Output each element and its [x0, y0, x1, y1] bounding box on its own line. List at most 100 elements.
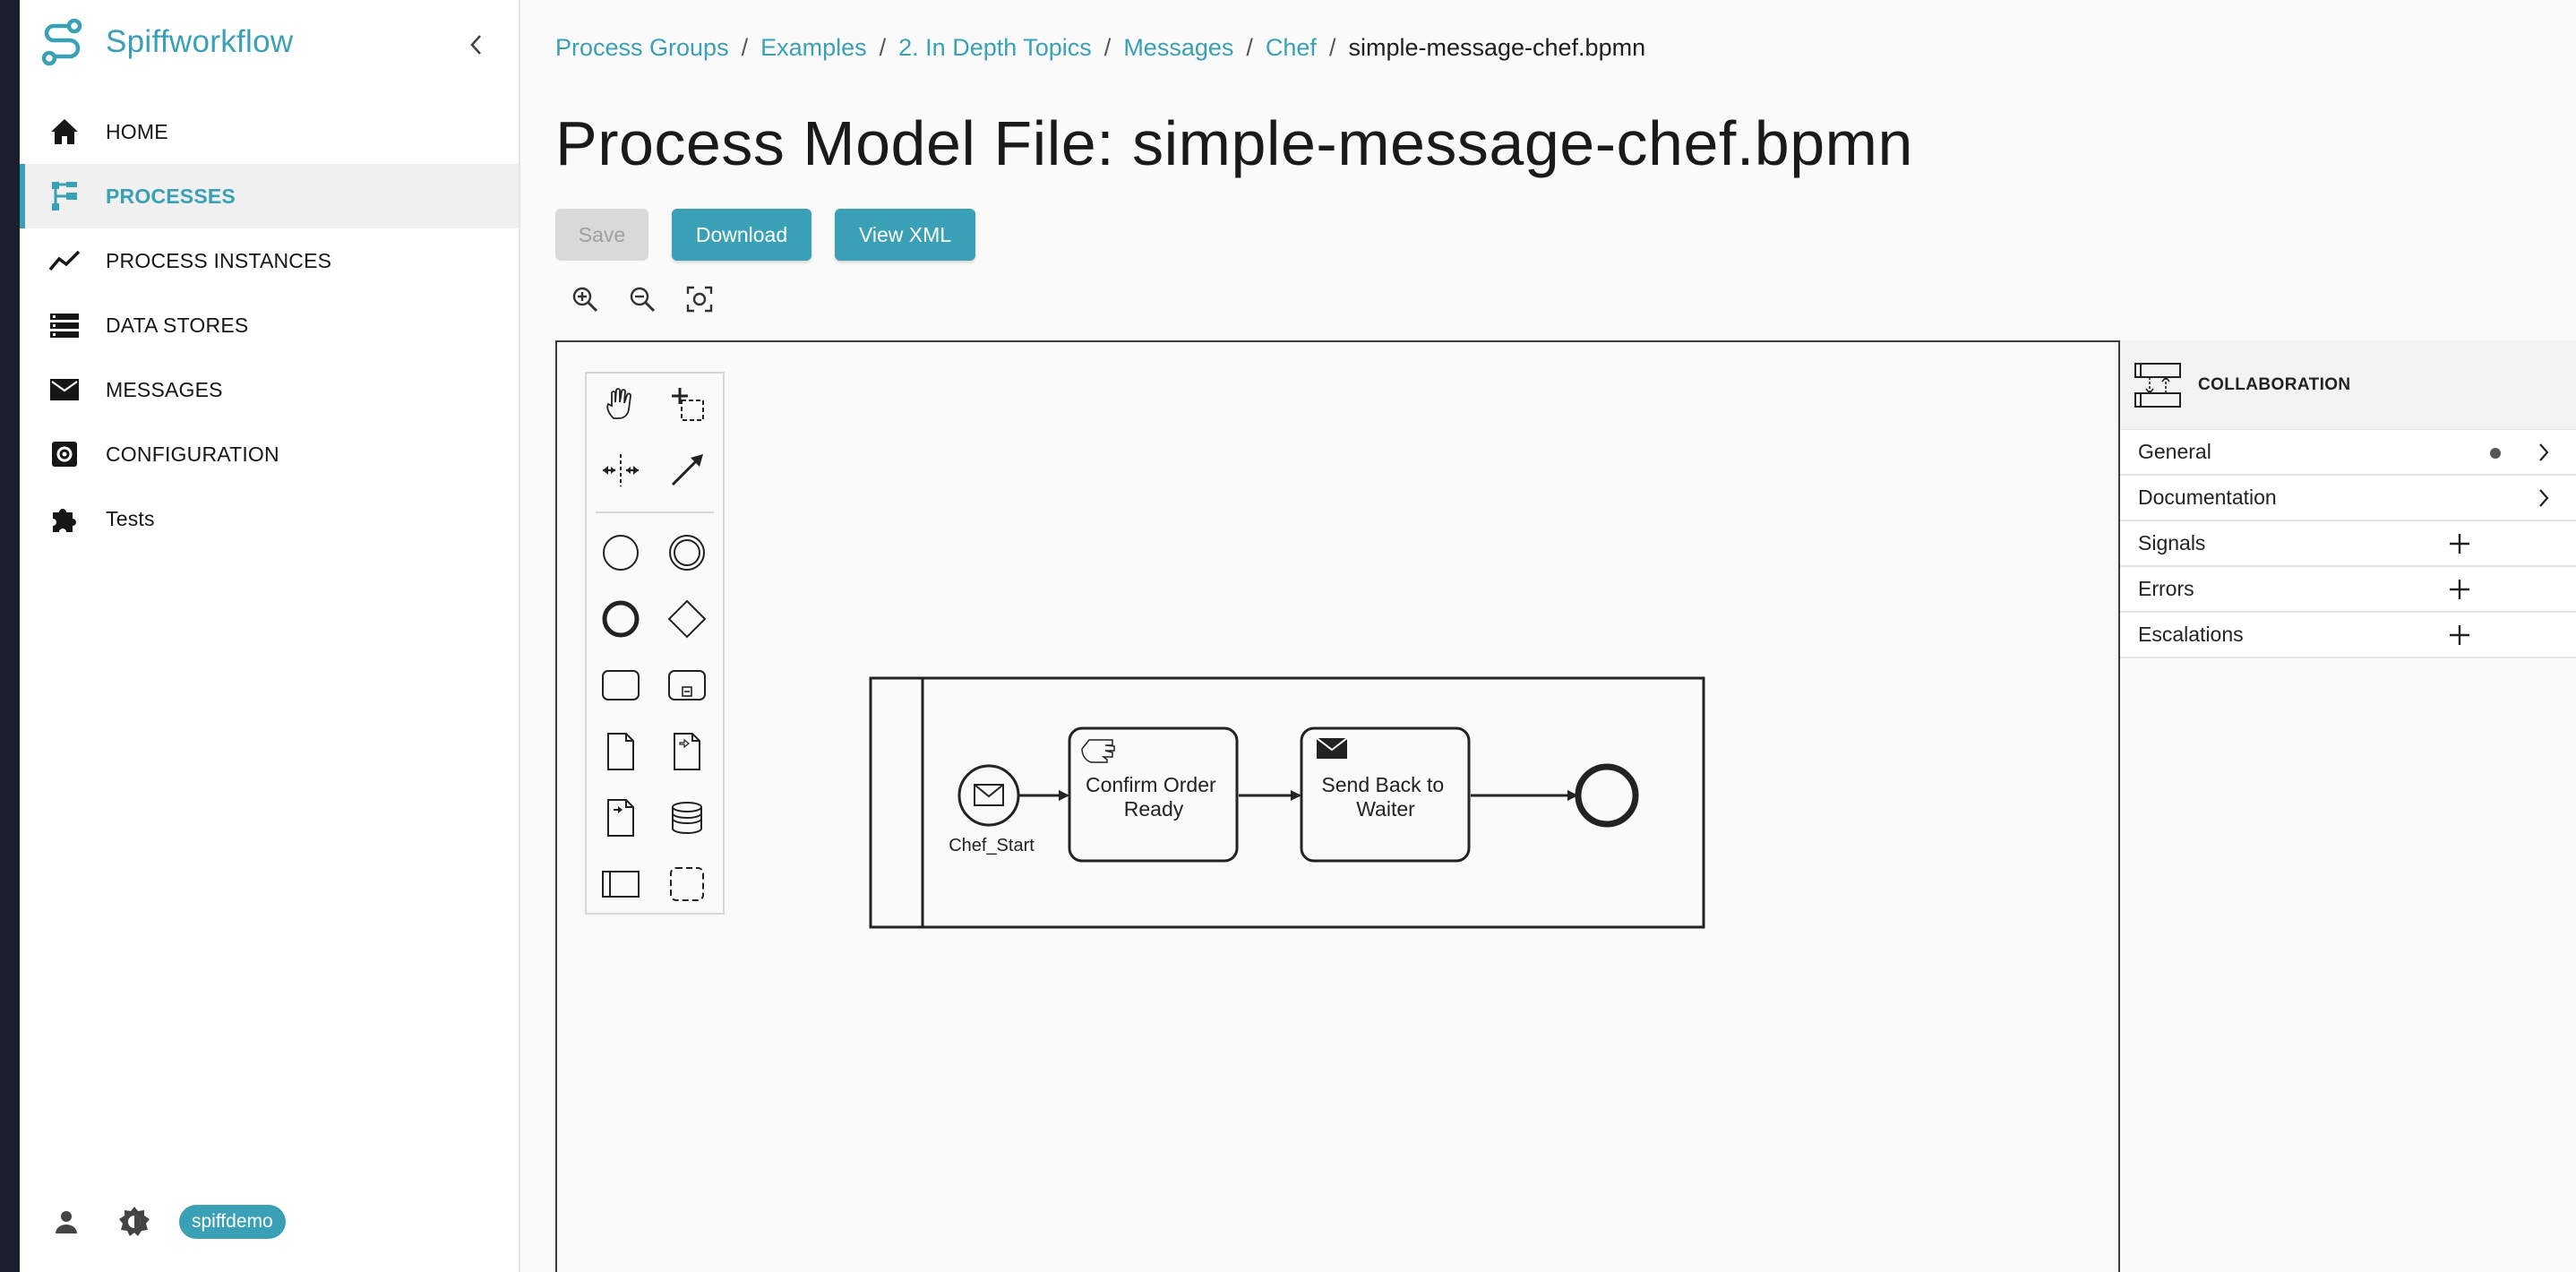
create-task[interactable] [596, 660, 646, 710]
breadcrumb-separator: / [1328, 34, 1336, 61]
breadcrumb-link-examples[interactable]: Examples [760, 34, 867, 61]
subprocess-icon [668, 670, 706, 700]
create-data-output[interactable] [596, 793, 646, 843]
end-event[interactable] [1575, 763, 1639, 828]
sidebar-item-processes[interactable]: PROCESSES [20, 164, 519, 228]
zoom-in-icon [572, 287, 598, 313]
zoom-controls [569, 283, 741, 315]
create-start-event[interactable] [596, 528, 646, 578]
task-label-line: Confirm Order [1086, 773, 1216, 796]
sidebar-item-home[interactable]: HOME [20, 99, 519, 164]
app-window: Spiffworkflow HOME PROCESSES PROCESS INS… [20, 0, 2576, 1272]
data-store-icon [672, 802, 702, 834]
breadcrumb-link-in-depth-topics[interactable]: 2. In Depth Topics [898, 34, 1092, 61]
task-label-line: Waiter [1356, 797, 1415, 821]
start-event-chef-start[interactable] [957, 764, 1020, 827]
breadcrumb-separator: / [1246, 34, 1253, 61]
start-event-icon [603, 535, 639, 571]
brand[interactable]: Spiffworkflow [39, 18, 293, 66]
sidebar-item-label: CONFIGURATION [106, 442, 279, 466]
zoom-out-button[interactable] [626, 283, 658, 315]
view-xml-button[interactable]: View XML [835, 209, 975, 261]
spiffworkflow-logo-icon [41, 18, 82, 66]
create-data-store[interactable] [662, 793, 712, 843]
prop-group-label: Errors [2138, 577, 2194, 600]
gateway-icon [667, 599, 707, 639]
create-intermediate-event[interactable] [662, 528, 712, 578]
prop-group-errors[interactable]: Errors [2120, 567, 2576, 613]
sidebar-item-data-stores[interactable]: DATA STORES [20, 293, 519, 357]
data-input-icon [674, 733, 700, 770]
sidebar-item-tests[interactable]: Tests [20, 486, 519, 551]
sidebar-item-label: DATA STORES [106, 313, 249, 337]
app-name: Spiffworkflow [106, 24, 294, 59]
chevron-right-icon [2539, 443, 2549, 461]
zoom-out-icon [630, 287, 656, 313]
breadcrumb-link-chef[interactable]: Chef [1265, 34, 1317, 61]
data-object-icon [607, 733, 634, 770]
zoom-fit-button[interactable] [683, 283, 716, 315]
properties-panel: COLLABORATION General Documentation Sign… [2120, 340, 2576, 1272]
create-gateway[interactable] [662, 594, 712, 644]
sidebar-footer: spiffdemo [48, 1204, 286, 1240]
prop-group-signals[interactable]: Signals [2120, 521, 2576, 567]
task-confirm-order-ready[interactable]: Confirm Order Ready [1068, 726, 1239, 863]
page-title: Process Model File: simple-message-chef.… [555, 108, 1913, 178]
breadcrumb-link-process-groups[interactable]: Process Groups [555, 34, 729, 61]
prop-group-label: Signals [2138, 531, 2206, 554]
connect-tool[interactable] [662, 445, 712, 495]
theme-toggle-button[interactable] [116, 1204, 152, 1240]
create-data-input[interactable] [662, 726, 712, 777]
download-button[interactable]: Download [672, 209, 811, 261]
create-pool[interactable] [596, 859, 646, 909]
zoom-in-button[interactable] [569, 283, 601, 315]
save-button[interactable]: Save [555, 209, 648, 261]
toolbar: Save Download View XML [555, 209, 999, 261]
sidebar-item-configuration[interactable]: CONFIGURATION [20, 422, 519, 486]
create-end-event[interactable] [596, 594, 646, 644]
add-icon[interactable] [2448, 578, 2471, 601]
breadcrumb-link-messages[interactable]: Messages [1123, 34, 1234, 61]
hand-icon [606, 388, 631, 419]
create-data-object[interactable] [596, 726, 646, 777]
add-icon[interactable] [2448, 532, 2471, 555]
sidebar-item-label: Tests [106, 506, 155, 530]
collaboration-icon [2134, 362, 2181, 408]
collapse-sidebar-button[interactable] [457, 25, 496, 64]
pool-icon [602, 871, 640, 898]
sidebar-item-process-instances[interactable]: PROCESS INSTANCES [20, 228, 519, 293]
breadcrumb-separator: / [1103, 34, 1112, 61]
tool-palette [585, 372, 725, 915]
task-icon [602, 670, 640, 700]
home-icon [51, 119, 78, 144]
username-badge[interactable]: spiffdemo [179, 1205, 286, 1239]
start-event-label: Chef_Start [949, 836, 1035, 855]
breadcrumb-separator: / [741, 34, 749, 61]
create-subprocess[interactable] [662, 660, 712, 710]
sidebar-item-messages[interactable]: MESSAGES [20, 357, 519, 422]
create-group[interactable] [662, 859, 712, 909]
sidebar-item-label: MESSAGES [106, 377, 223, 401]
prop-group-general[interactable]: General [2120, 430, 2576, 476]
user-icon [56, 1211, 77, 1233]
properties-header: COLLABORATION [2120, 340, 2576, 430]
space-tool[interactable] [596, 445, 646, 495]
prop-group-escalations[interactable]: Escalations [2120, 613, 2576, 658]
prop-group-documentation[interactable]: Documentation [2120, 476, 2576, 521]
user-profile-button[interactable] [48, 1204, 84, 1240]
task-send-back-to-waiter[interactable]: Send Back to Waiter [1300, 726, 1471, 863]
breadcrumb: Process Groups / Examples / 2. In Depth To… [555, 34, 1645, 62]
bpmn-canvas[interactable]: Chef_Start Confirm Order Ready [555, 340, 2120, 1272]
has-value-indicator [2490, 448, 2501, 459]
sidebar-item-label: HOME [106, 119, 168, 143]
prop-group-label: Documentation [2138, 486, 2277, 509]
hand-tool[interactable] [596, 379, 646, 429]
breadcrumb-current: simple-message-chef.bpmn [1348, 34, 1646, 61]
add-icon[interactable] [2448, 623, 2471, 647]
lasso-tool[interactable] [662, 379, 712, 429]
palette-divider [596, 511, 714, 513]
prop-group-label: General [2138, 440, 2211, 463]
chart-line-icon [48, 250, 81, 271]
processes-icon [52, 182, 77, 211]
svg-text:Confirm Order Read: Confirm Order Ready [1086, 773, 1222, 821]
